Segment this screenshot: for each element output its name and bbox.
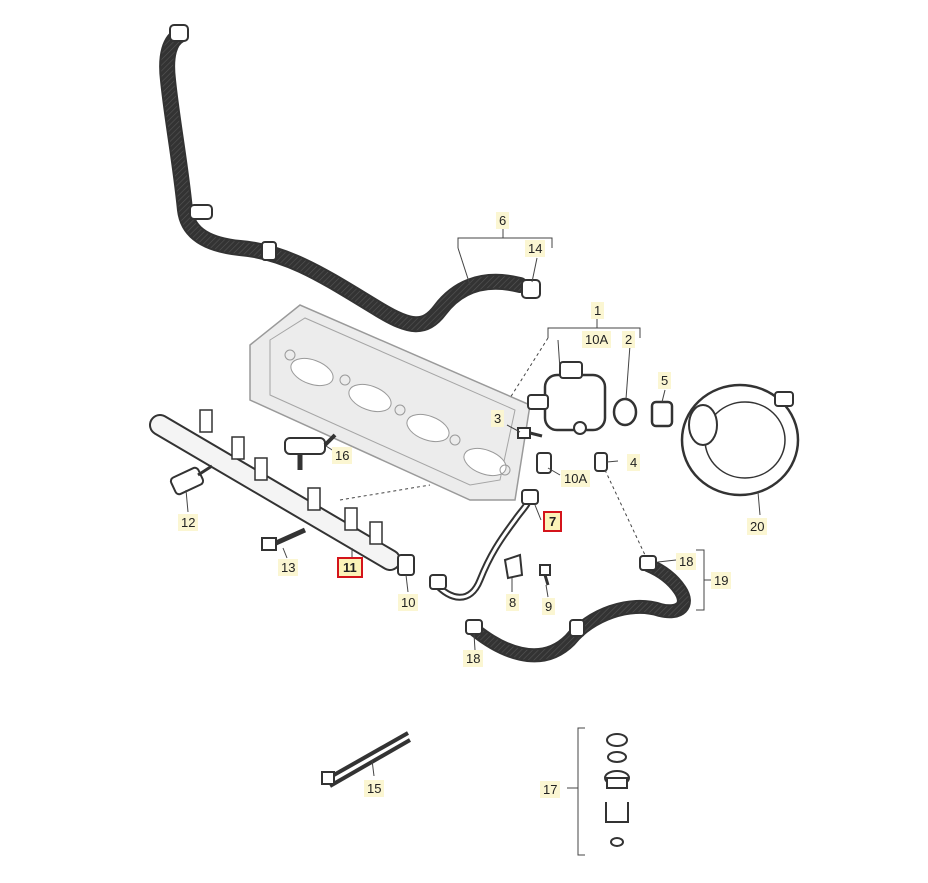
callout-18-bottom: 18	[463, 650, 484, 667]
callout-4: 4	[627, 454, 641, 471]
bolt-9	[539, 564, 551, 586]
callout-16: 16	[332, 447, 353, 464]
callout-20: 20	[747, 518, 768, 535]
high-pressure-pump	[527, 361, 607, 435]
bracket-8	[503, 553, 524, 580]
cylinder-head-plate	[249, 304, 531, 501]
callout-7: 7	[543, 511, 563, 532]
union-10a	[536, 452, 552, 474]
hose-clamp-14	[521, 279, 541, 299]
callout-14: 14	[525, 240, 546, 257]
valve-16	[284, 433, 337, 470]
callout-8: 8	[506, 594, 520, 611]
callout-13: 13	[278, 559, 299, 576]
callout-15: 15	[364, 780, 385, 797]
high-pressure-pipe	[429, 489, 539, 601]
leader-lines	[185, 228, 761, 856]
callout-3: 3	[491, 410, 505, 427]
callout-10a-top: 10A	[582, 331, 612, 348]
callout-18-right: 18	[676, 553, 697, 570]
callout-10: 10	[398, 594, 419, 611]
roller-tappet	[650, 400, 674, 428]
union-4	[594, 452, 608, 472]
callout-9: 9	[542, 598, 556, 615]
callout-17: 17	[540, 781, 561, 798]
bolt-3	[517, 427, 543, 439]
vacuum-hose	[465, 555, 691, 663]
fuel-rail	[149, 409, 401, 571]
callout-6: 6	[496, 212, 510, 229]
vacuum-pump	[680, 383, 800, 497]
union-nut-10	[397, 554, 415, 576]
callout-10a-bottom: 10A	[561, 470, 591, 487]
hardware-set	[604, 733, 630, 847]
callout-11: 11	[337, 557, 363, 578]
callout-2: 2	[622, 331, 636, 348]
o-ring	[612, 397, 638, 427]
callout-19: 19	[711, 572, 732, 589]
cable-ties	[321, 731, 411, 788]
bolt-13	[261, 527, 307, 551]
callout-1: 1	[591, 302, 605, 319]
callout-5: 5	[658, 372, 672, 389]
callout-12: 12	[178, 514, 199, 531]
vent-hose	[159, 24, 528, 333]
pressure-sensor	[169, 464, 213, 496]
